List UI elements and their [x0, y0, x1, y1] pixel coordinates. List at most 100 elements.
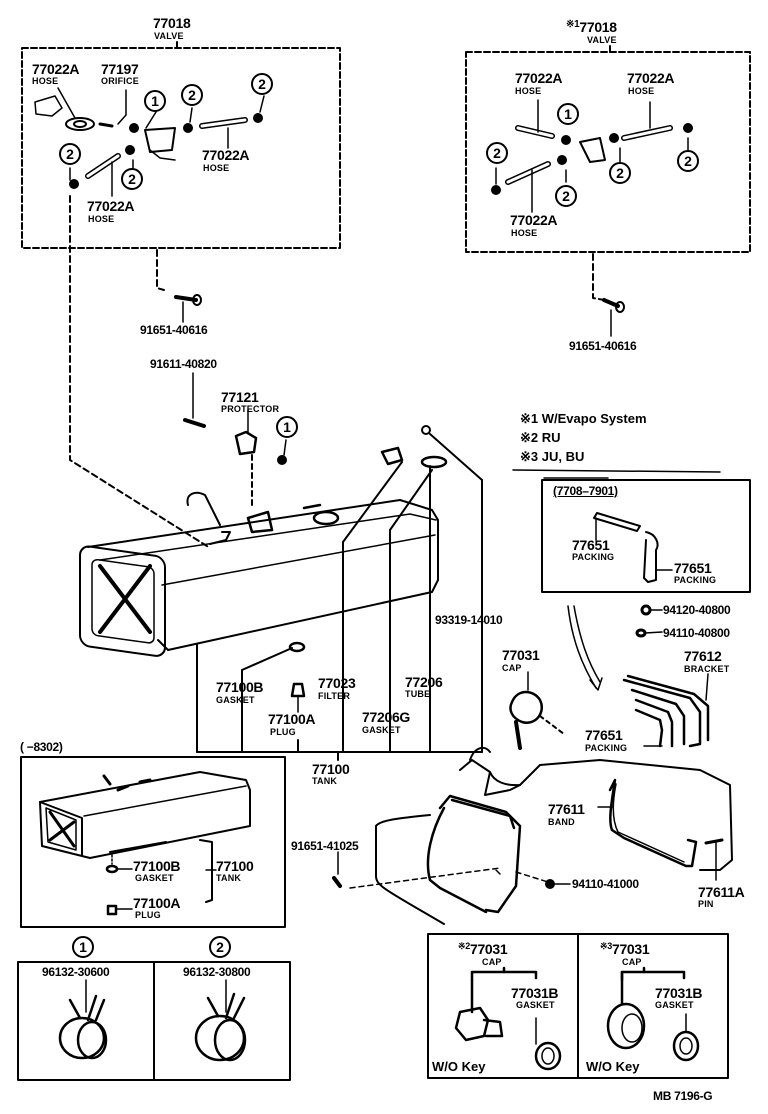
valve-left-part: 77018 — [153, 15, 191, 31]
drawing-code: MB 7196-G — [653, 1089, 713, 1103]
hose-orifice-part: 77022A — [32, 61, 80, 77]
inset-8302-range: ( −8302) — [20, 740, 63, 754]
hose-upper-right-name: HOSE — [628, 86, 655, 96]
pin-part: 77611A — [698, 884, 745, 900]
bolt-band-part: 91651-41025 — [291, 839, 359, 853]
note-2: ※2 RU — [520, 431, 561, 444]
clamp-2-part: 96132-30800 — [183, 965, 251, 979]
valve-right-part: ※177018 — [566, 19, 617, 35]
nut-band-part: 94110-41000 — [572, 877, 639, 891]
packing-a-part: 77651 — [572, 537, 610, 553]
filter-part: 77023 — [318, 675, 356, 691]
gasket-name: GASKET — [216, 695, 255, 705]
cap-jubu-drawing — [606, 966, 700, 1062]
cap-jubu-part: ※377031 — [600, 941, 650, 957]
band-drawing — [426, 794, 522, 914]
orifice-part: 77197 — [101, 61, 139, 77]
gasket-g-name: GASKET — [362, 725, 401, 735]
note-1: ※1 W/Evapo System — [520, 412, 647, 425]
cap-jubu-name: CAP — [622, 957, 642, 967]
cap-ru-variant: W/O Key — [432, 1059, 486, 1074]
clip-ref-1: 1 — [276, 416, 298, 438]
clip-ref-1: 1 — [144, 90, 166, 112]
gasket-g-part: 77206G — [362, 709, 411, 725]
pin-name: PIN — [698, 899, 714, 909]
bracket-name: BRACKET — [684, 664, 730, 674]
protector-part: 77121 — [221, 389, 259, 405]
clamp-1-drawing — [58, 979, 108, 1060]
note-3-text: JU, BU — [541, 449, 585, 464]
cap-part: 77031 — [502, 647, 540, 663]
clip-ref-2: 2 — [59, 143, 81, 165]
hose-right-name: HOSE — [203, 163, 230, 173]
plug-name: PLUG — [270, 727, 296, 737]
valve-right-number: 77018 — [579, 19, 617, 35]
cap-jubu-variant: W/O Key — [586, 1059, 640, 1074]
valve-left-name: VALVE — [154, 31, 184, 41]
tank-part: 77100 — [312, 761, 350, 777]
hose-lower-name: HOSE — [88, 214, 115, 224]
hose-lower-part: 77022A — [87, 198, 135, 214]
gasket-part: 77100B — [216, 679, 264, 695]
bracket-part: 77612 — [684, 648, 722, 664]
inset-gasket-name: GASKET — [135, 873, 174, 883]
clip-ref-2: 2 — [121, 168, 143, 190]
inset-tank-drawing — [39, 771, 251, 903]
cap-name: CAP — [502, 663, 522, 673]
screw-part: 93319-14010 — [435, 613, 503, 627]
clip-ref-2: 2 — [609, 162, 631, 184]
hose-upper-left-name: HOSE — [515, 86, 542, 96]
inset-tank-part: 77100 — [216, 858, 254, 874]
tank-name: TANK — [312, 776, 338, 786]
cap-jubu-gasket-name: GASKET — [655, 1000, 694, 1010]
note-2-mark: ※2 — [520, 430, 539, 445]
inset-plug-name: PLUG — [135, 910, 161, 920]
note-mark: ※1 — [566, 19, 580, 30]
cap-jubu-mark: ※3 — [600, 941, 612, 951]
clip-ref-2: 2 — [251, 73, 273, 95]
valve-right-name: VALVE — [587, 35, 617, 45]
cap-box-jubu — [577, 933, 729, 1079]
inset-7708-7901-box — [541, 479, 751, 593]
hose-upper-right-part: 77022A — [627, 70, 675, 86]
packing-part: 77651 — [585, 727, 623, 743]
hose-orifice-name: HOSE — [32, 76, 59, 86]
cap-ru-number: 77031 — [469, 941, 508, 957]
cap-ru-part: ※277031 — [458, 941, 508, 957]
nut-part: 94110-40800 — [663, 626, 730, 640]
band-part: 77611 — [548, 801, 585, 817]
clamp-box-2 — [153, 961, 291, 1081]
clamp-1-part: 96132-30600 — [42, 965, 110, 979]
protector-name: PROTECTOR — [221, 404, 280, 414]
hose-lower-right-part: 77022A — [510, 212, 558, 228]
cap-ru-gasket-name: GASKET — [516, 1000, 555, 1010]
cap-jubu-gasket-part: 77031B — [655, 985, 703, 1001]
bolt-protector-part: 91611-40820 — [150, 357, 217, 371]
valve-right-parts — [491, 99, 693, 213]
clip-ref-2: 2 — [555, 185, 577, 207]
band-name: BAND — [548, 817, 575, 827]
clamp-ref-2: 2 — [209, 936, 231, 958]
packing-b-name: PACKING — [674, 575, 717, 585]
tube-name: TUBE — [405, 689, 431, 699]
inset-tank-name: TANK — [216, 873, 242, 883]
note-1-mark: ※1 — [520, 411, 539, 426]
bolts — [174, 294, 625, 428]
inset-plug-part: 77100A — [133, 895, 181, 911]
packing-b-part: 77651 — [674, 560, 712, 576]
main-tank-drawing — [79, 491, 439, 657]
filter-name: FILTER — [318, 691, 351, 701]
cap-ru-mark: ※2 — [458, 941, 470, 951]
clamp-2-drawing — [194, 979, 247, 1062]
note-1-text: W/Evapo System — [541, 411, 647, 426]
cap-ru-drawing — [454, 966, 562, 1071]
inset-gasket-part: 77100B — [133, 858, 181, 874]
lower-tank-drawing — [375, 746, 733, 925]
hose-upper-left-part: 77022A — [515, 70, 563, 86]
bolt-left-part: 91651-40616 — [140, 323, 208, 337]
plug-part: 77100A — [268, 711, 316, 727]
note-3-mark: ※3 — [520, 449, 539, 464]
clamp-ref-1: 1 — [72, 936, 94, 958]
